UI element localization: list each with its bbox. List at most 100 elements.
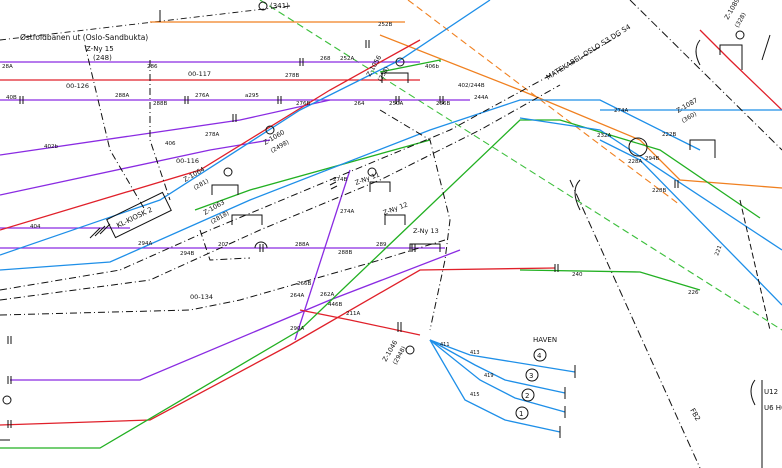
label-256b: 256B: [436, 101, 450, 107]
purple-track-3: [0, 99, 331, 156]
label-446b: 446B: [328, 302, 342, 308]
label-288b-2: 288B: [338, 250, 352, 256]
green-track-right: [519, 269, 701, 291]
label-240: 240: [572, 272, 583, 278]
cable-loop: [199, 229, 251, 261]
label-haven: HAVEN: [533, 336, 557, 344]
zny13-bracket: [409, 243, 441, 252]
black-dashdot-top: [0, 5, 291, 41]
signal-m-z1060: [265, 125, 275, 135]
label-290a: 290A: [290, 326, 304, 332]
z1064-bracket: [211, 184, 239, 195]
haven-track-4: [429, 339, 576, 373]
label-28a: 28A: [2, 64, 13, 70]
label-211a: 211A: [346, 311, 360, 317]
blue-tracks: [0, 0, 782, 433]
green-track-top: [379, 59, 441, 73]
blue-track-3: [519, 117, 782, 251]
label-zny15: Z-Ny 15: [86, 45, 114, 53]
label-274a-right: 274A: [614, 108, 628, 114]
haven-num-4: 4: [537, 352, 542, 360]
red-track-5: [699, 29, 782, 111]
label-00-126: 00-126: [66, 82, 89, 90]
haven-num-1: 1: [519, 410, 523, 418]
z1063-bracket: [231, 214, 263, 225]
label-278a: 278A: [205, 132, 219, 138]
label-244a: 244A: [474, 95, 488, 101]
kl-kiosk-box: [106, 191, 172, 239]
label-274a: 274A: [340, 209, 354, 215]
label-406: 406: [165, 141, 176, 147]
label-276b: 276B: [296, 101, 310, 107]
label-228a: 228A: [628, 159, 642, 165]
green-tracks: [0, 59, 761, 449]
signal-m-z1046: [405, 345, 415, 355]
bracket-curve-2: [695, 39, 701, 66]
label-276a: 276A: [195, 93, 209, 99]
label-415: 415: [470, 392, 480, 398]
haven-track-1: [429, 339, 561, 433]
matekabel-line: [0, 34, 621, 291]
label-207: 207: [218, 242, 229, 248]
signal-m-z1064: [223, 167, 233, 177]
purple-track-4: [0, 139, 271, 196]
dashed-lines: [0, 0, 782, 331]
z1089-leg: [761, 34, 771, 61]
orange-dashed-line: [407, 0, 681, 206]
haven-num-3-circle: [525, 368, 539, 382]
purple-track-7: [10, 249, 461, 381]
label-252a: 252A: [340, 56, 354, 62]
orange-track-right: [379, 34, 782, 189]
label-404: 404: [30, 224, 41, 230]
green-track-main: [0, 119, 761, 449]
signal-m-left: [2, 395, 12, 405]
blue-track-2: [0, 0, 491, 256]
haven-num-2-circle: [521, 388, 535, 402]
label-262a: 262A: [320, 292, 334, 298]
hatch-1: [89, 227, 101, 239]
signal-m-top: [258, 1, 268, 11]
overpass-arc: [254, 241, 268, 249]
label-406b: 406b: [425, 64, 439, 70]
haven-track-2: [429, 339, 566, 413]
bracket-curve-3: [750, 379, 756, 406]
cable-diagonal-topright: [629, 0, 782, 151]
label-274b: 274B: [333, 177, 347, 183]
label-252b: 252B: [378, 22, 392, 28]
green-dashed-line: [259, 0, 782, 331]
red-track-2: [0, 39, 421, 231]
haven-num-2: 2: [525, 392, 529, 400]
label-zny13: Z-Ny 13: [413, 227, 439, 235]
haven-num-4-circle: [533, 348, 547, 362]
cable-right-1: [739, 199, 771, 331]
label-228b: 228B: [652, 188, 666, 194]
label-zny15-sub: (248): [93, 54, 112, 62]
label-266b: 266B: [297, 281, 311, 287]
label-ostfold: Østfoldbanen ut (Oslo-Sandbukta): [20, 33, 148, 42]
label-264a: 264A: [290, 293, 304, 299]
signal-m-zny11: [367, 167, 377, 177]
bracket-curve-1: [574, 179, 581, 211]
signal-m-z1056: [395, 57, 405, 67]
cable-vert-1: [149, 60, 171, 201]
label-288b: 288B: [153, 101, 167, 107]
label-222b: 222B: [662, 132, 676, 138]
label-289: 289: [376, 242, 387, 248]
label-00-134: 00-134: [190, 293, 213, 301]
z1087-bracket: [689, 139, 716, 158]
label-u12: U12: [764, 388, 778, 396]
haven-num-1-circle: [515, 406, 529, 420]
label-264: 264: [354, 101, 365, 107]
crossover-circle: [628, 137, 648, 157]
signal-m-z1089: [735, 30, 745, 40]
red-track-3: [0, 267, 556, 426]
label-40b: 40B: [6, 95, 17, 101]
insulated-joints: [7, 40, 679, 428]
orange-tracks: [150, 21, 782, 189]
haven-track-3: [429, 339, 566, 394]
purple-cross: [294, 169, 351, 341]
green-track-mid: [194, 139, 431, 211]
